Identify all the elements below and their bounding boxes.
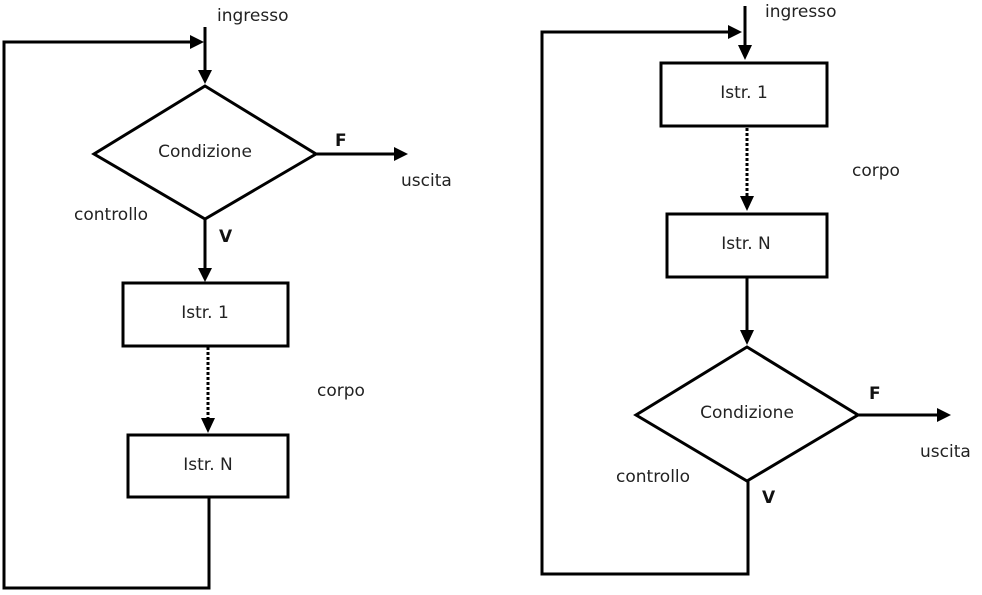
condition-diamond (633, 345, 861, 483)
body-label: corpo (317, 381, 365, 401)
loop-back-arrowhead (728, 25, 742, 39)
control-label: controllo (74, 205, 148, 225)
entry-arrowhead (198, 70, 212, 84)
last-statement-box (665, 212, 829, 279)
loop-back-edge (2, 40, 211, 590)
last-statement-label: Istr. N (721, 234, 771, 254)
exit-label: uscita (401, 171, 452, 191)
condition-label: Condizione (700, 403, 794, 423)
body-label: corpo (852, 161, 900, 181)
false-label: F (335, 131, 347, 151)
first-statement-label: Istr. 1 (720, 83, 768, 103)
condition-label: Condizione (158, 142, 252, 162)
loop-back-edge (540, 30, 750, 576)
entry-label: ingresso (217, 6, 288, 26)
last-statement-label: Istr. N (183, 455, 233, 475)
true-label: V (762, 488, 776, 508)
first-statement-label: Istr. 1 (181, 303, 229, 323)
first-statement-box (121, 281, 290, 348)
exit-label: uscita (920, 442, 971, 462)
entry-arrowhead (738, 45, 752, 60)
loop-back-arrowhead (190, 35, 204, 49)
false-exit-arrowhead (394, 147, 408, 161)
first-statement-box (659, 61, 829, 128)
false-label: F (869, 384, 881, 404)
diagram-while-loop: ingresso Condizione F uscita controllo V… (2, 6, 452, 590)
diagram-do-while-loop: ingresso Istr. 1 corpo Istr. N Condizion… (540, 2, 971, 576)
last-statement-box (126, 433, 290, 499)
body-ellipsis-arrowhead (201, 418, 215, 433)
false-exit-arrowhead (937, 408, 951, 422)
true-arrowhead (198, 268, 212, 282)
control-label: controllo (616, 467, 690, 487)
true-label: V (219, 227, 233, 247)
to-condition-arrowhead (740, 330, 754, 345)
entry-label: ingresso (765, 2, 836, 22)
body-ellipsis-arrowhead (740, 196, 754, 211)
